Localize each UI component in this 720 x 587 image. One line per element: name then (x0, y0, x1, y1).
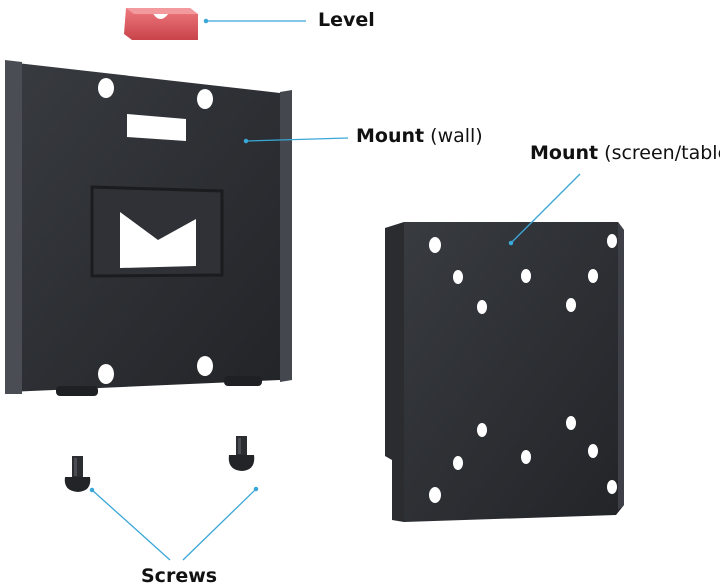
screws-label-name: Screws (141, 565, 218, 587)
leader-line-screw-left (91, 489, 171, 561)
screen-mount-label-name: Mount (530, 142, 599, 164)
screen-mount-hole (477, 300, 487, 314)
screen-mount-hole (588, 269, 598, 283)
leader-lines (89, 18, 581, 561)
wall-mount-label: Mount (wall) (356, 127, 483, 146)
screws-label: Screws (141, 567, 217, 586)
wall-mount-v-cutout (120, 212, 196, 268)
screen-mount-plate (385, 222, 624, 522)
wall-mount-hole (197, 89, 213, 109)
level-block (124, 8, 198, 40)
screen-mount-hole (453, 270, 463, 284)
screen-mount-hole (429, 487, 441, 503)
wall-mount-plate (5, 60, 292, 396)
leader-line-screw-right (182, 488, 257, 561)
wall-mount-label-note: (wall) (430, 125, 483, 147)
screw (64, 456, 91, 492)
level-label-name: Level (318, 9, 375, 31)
screen-mount-hole (588, 444, 598, 458)
wall-mount-hole (98, 78, 114, 98)
screen-mount-hole (477, 423, 487, 437)
leader-line-wall-mount (245, 137, 349, 142)
screen-mount-hole (453, 456, 463, 470)
wall-mount-hole (98, 364, 114, 384)
screen-mount-hole (429, 237, 441, 253)
screen-mount-hole (566, 298, 576, 312)
screen-mount-hole (607, 480, 617, 494)
wall-mount-slot (127, 114, 186, 141)
screw (228, 436, 255, 471)
wall-mount-hole (197, 356, 213, 376)
screen-mount-hole (566, 416, 576, 430)
screen-mount-label: Mount (screen/tablet) (530, 144, 720, 163)
screen-mount-label-note: (screen/tablet) (604, 142, 720, 164)
wall-mount-label-name: Mount (356, 125, 425, 147)
level-label: Level (318, 11, 375, 30)
leader-line-screen-mount (510, 173, 581, 244)
screen-mount-hole (607, 234, 617, 248)
screen-mount-hole (521, 269, 531, 283)
screen-mount-hole (521, 450, 531, 464)
